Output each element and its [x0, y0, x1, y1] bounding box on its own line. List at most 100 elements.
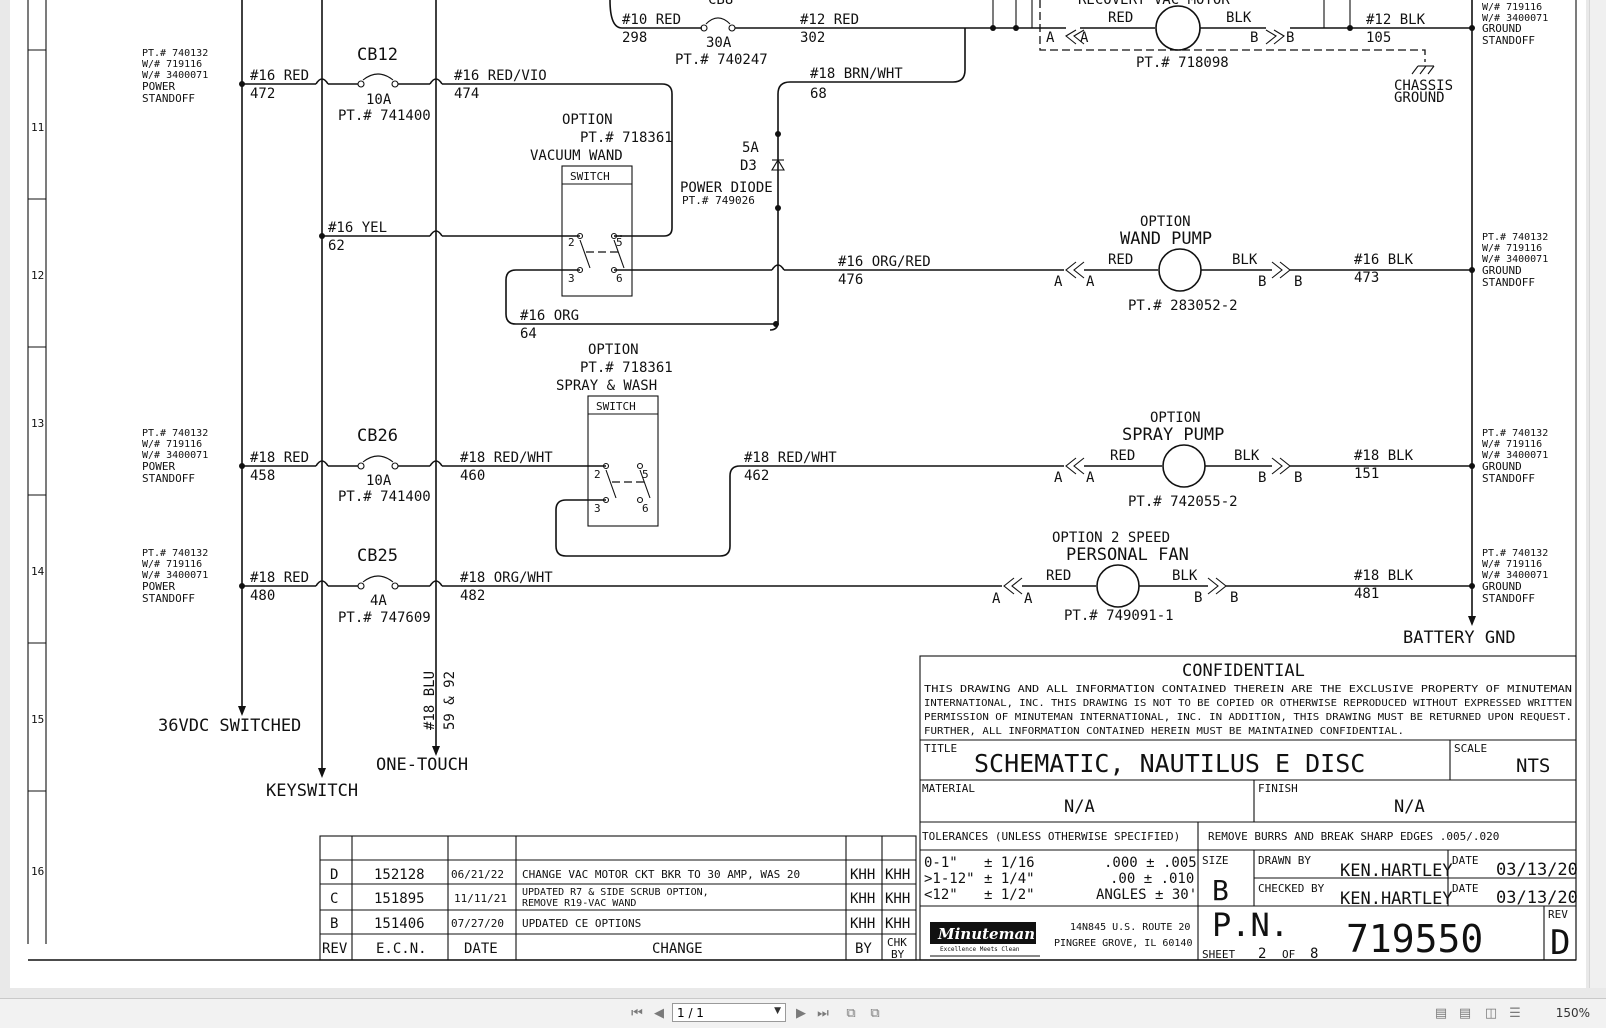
- wire-label: #16 RED: [250, 68, 309, 84]
- tolerance-value: ± 1/2": [984, 887, 1035, 903]
- two-page-continuous-icon[interactable]: ☰: [1509, 1005, 1521, 1021]
- first-page-icon[interactable]: ⏮: [631, 1005, 643, 1021]
- header-ecn: E.C.N.: [376, 941, 427, 957]
- page-indicator: 1 / 1: [677, 1005, 704, 1020]
- cb25-circuit: PT.# 740132 W/# 719116 W/# 3400071 POWER…: [142, 530, 1548, 626]
- change-cell: REMOVE R19-VAC WAND: [522, 898, 636, 909]
- part-number: PT.# 741400: [338, 108, 431, 124]
- continuous-page-icon[interactable]: ⧉: [846, 1005, 856, 1021]
- pin-label: 5: [616, 236, 623, 249]
- company-logo-text: Minuteman: [937, 925, 1035, 943]
- part-number: PT.# 718361: [580, 130, 673, 146]
- option-label: OPTION: [588, 342, 639, 358]
- standoff-label: STANDOFF: [1482, 472, 1535, 485]
- finish-label: FINISH: [1258, 782, 1298, 795]
- two-page-view-icon[interactable]: ◫: [1484, 1005, 1498, 1021]
- pin-label: 3: [594, 502, 601, 515]
- switch-box-label: SWITCH: [596, 400, 636, 413]
- standoff-label: W/# 3400071: [142, 70, 208, 81]
- company-logo: [930, 922, 1036, 944]
- wire-number: 472: [250, 86, 275, 102]
- standoff-label: GROUND: [1482, 460, 1522, 473]
- single-page-view-icon[interactable]: ▤: [1434, 1005, 1448, 1021]
- pin-label: 2: [594, 468, 601, 481]
- standoff-label: GROUND: [1482, 264, 1522, 277]
- standoff-label: STANDOFF: [142, 92, 195, 105]
- chassis-ground-label: GROUND: [1394, 90, 1445, 106]
- pump-name: SPRAY PUMP: [1122, 425, 1224, 445]
- cb8-label: CB8: [708, 0, 733, 8]
- wire-number: 302: [800, 30, 825, 46]
- last-page-icon[interactable]: ⏭: [817, 1005, 829, 1021]
- pin-label: 6: [616, 272, 623, 285]
- previous-page-icon[interactable]: ◀: [654, 1005, 664, 1021]
- ecn-cell: 152128: [374, 867, 425, 883]
- facing-pages-icon[interactable]: ⧉: [870, 1005, 880, 1021]
- standoff-label: POWER: [142, 580, 175, 593]
- standoff-label: PT.# 740132: [1482, 548, 1548, 559]
- drawing-title: SCHEMATIC, NAUTILUS E DISC: [974, 749, 1365, 778]
- drawn-by-label: DRAWN BY: [1258, 854, 1311, 867]
- part-number: PT.# 749026: [682, 194, 755, 207]
- part-number: PT.# 283052-2: [1128, 298, 1238, 314]
- rev-cell: C: [330, 891, 338, 907]
- ecn-cell: 151406: [374, 916, 425, 932]
- standoff-label: W/# 3400071: [142, 570, 208, 581]
- wire-label: #18 RED/WHT: [744, 450, 837, 466]
- continuous-view-icon[interactable]: ▤: [1458, 1005, 1472, 1021]
- wire-label: #16 YEL: [328, 220, 387, 236]
- pin-label: 6: [642, 502, 649, 515]
- row-markers: 11 12 13 14 15 16: [28, 0, 47, 944]
- schematic-drawing: 11 12 13 14 15 16 CB8 #10 RED 298 30A PT…: [27, 0, 1578, 963]
- drawing-page: 11 12 13 14 15 16 CB8 #10 RED 298 30A PT…: [10, 0, 1586, 988]
- header-rev: REV: [322, 941, 348, 957]
- rail-label-keyswitch: KEYSWITCH: [266, 781, 358, 801]
- standoff-label: STANDOFF: [142, 592, 195, 605]
- by-cell: KHH: [850, 891, 875, 907]
- switch-box-label: SWITCH: [570, 170, 610, 183]
- header-chk-by: BY: [891, 948, 905, 961]
- standoff-label: PT.# 740132: [142, 548, 208, 559]
- part-number: PT.# 718098: [1136, 55, 1229, 71]
- tolerance-value: ± 1/4": [984, 871, 1035, 887]
- page-selector[interactable]: 1 / 1 ▼: [672, 1003, 786, 1022]
- wire-number: 460: [460, 468, 485, 484]
- wire-number: 458: [250, 468, 275, 484]
- finish-value: N/A: [1394, 797, 1425, 817]
- cb26-circuit: PT.# 740132 W/# 719116 W/# 3400071 POWER…: [142, 410, 1548, 557]
- wire-number: 474: [454, 86, 479, 102]
- chevron-down-icon: ▼: [774, 1006, 781, 1016]
- checked-by-label: CHECKED BY: [1258, 882, 1325, 895]
- sheet-value: 2: [1258, 946, 1266, 962]
- cb-rating: 10A: [366, 92, 392, 108]
- part-number: PT.# 741400: [338, 489, 431, 505]
- vac-motor-symbol: [1155, 5, 1201, 51]
- chk-cell: KHH: [885, 891, 910, 907]
- option-label: OPTION: [1150, 410, 1201, 426]
- rail-label-one-touch: ONE-TOUCH: [376, 755, 468, 775]
- next-page-icon[interactable]: ▶: [796, 1005, 806, 1021]
- connector-label: A: [1054, 274, 1063, 290]
- standoff-label: PT.# 740132: [142, 48, 208, 59]
- diode-name: POWER DIODE: [680, 180, 773, 196]
- zoom-level[interactable]: 150%: [1555, 1006, 1590, 1020]
- wire-label: #10 RED: [622, 12, 681, 28]
- motor-name: RECOVERY VAC MOTOR: [1078, 0, 1230, 8]
- switch-name: VACUUM WAND: [530, 148, 623, 164]
- tolerances-label: TOLERANCES (UNLESS OTHERWISE SPECIFIED): [922, 830, 1180, 843]
- cb-rating: 30A: [706, 35, 732, 51]
- of-value: 8: [1310, 946, 1318, 962]
- header-by: BY: [855, 941, 872, 957]
- drawn-by-value: KEN.HARTLEY: [1340, 861, 1453, 881]
- wire-color: RED: [1108, 10, 1133, 26]
- change-cell: CHANGE VAC MOTOR CKT BKR TO 30 AMP, WAS …: [522, 868, 800, 881]
- rail-label-36vdc-switched: 36VDC SWITCHED: [158, 716, 301, 736]
- standoff-label: W/# 719116: [142, 439, 202, 450]
- change-cell: UPDATED R7 & SIDE SCRUB OPTION,: [522, 887, 709, 898]
- vertical-scrollbar[interactable]: [1589, 0, 1606, 988]
- wire-label: #16 ORG: [520, 308, 579, 324]
- wire-color: RED: [1110, 448, 1135, 464]
- vac-motor-circuit: CB8 #10 RED 298 30A PT.# 740247 #12 RED …: [609, 0, 1548, 331]
- row-marker: 13: [31, 417, 44, 430]
- wire-number: 473: [1354, 270, 1379, 286]
